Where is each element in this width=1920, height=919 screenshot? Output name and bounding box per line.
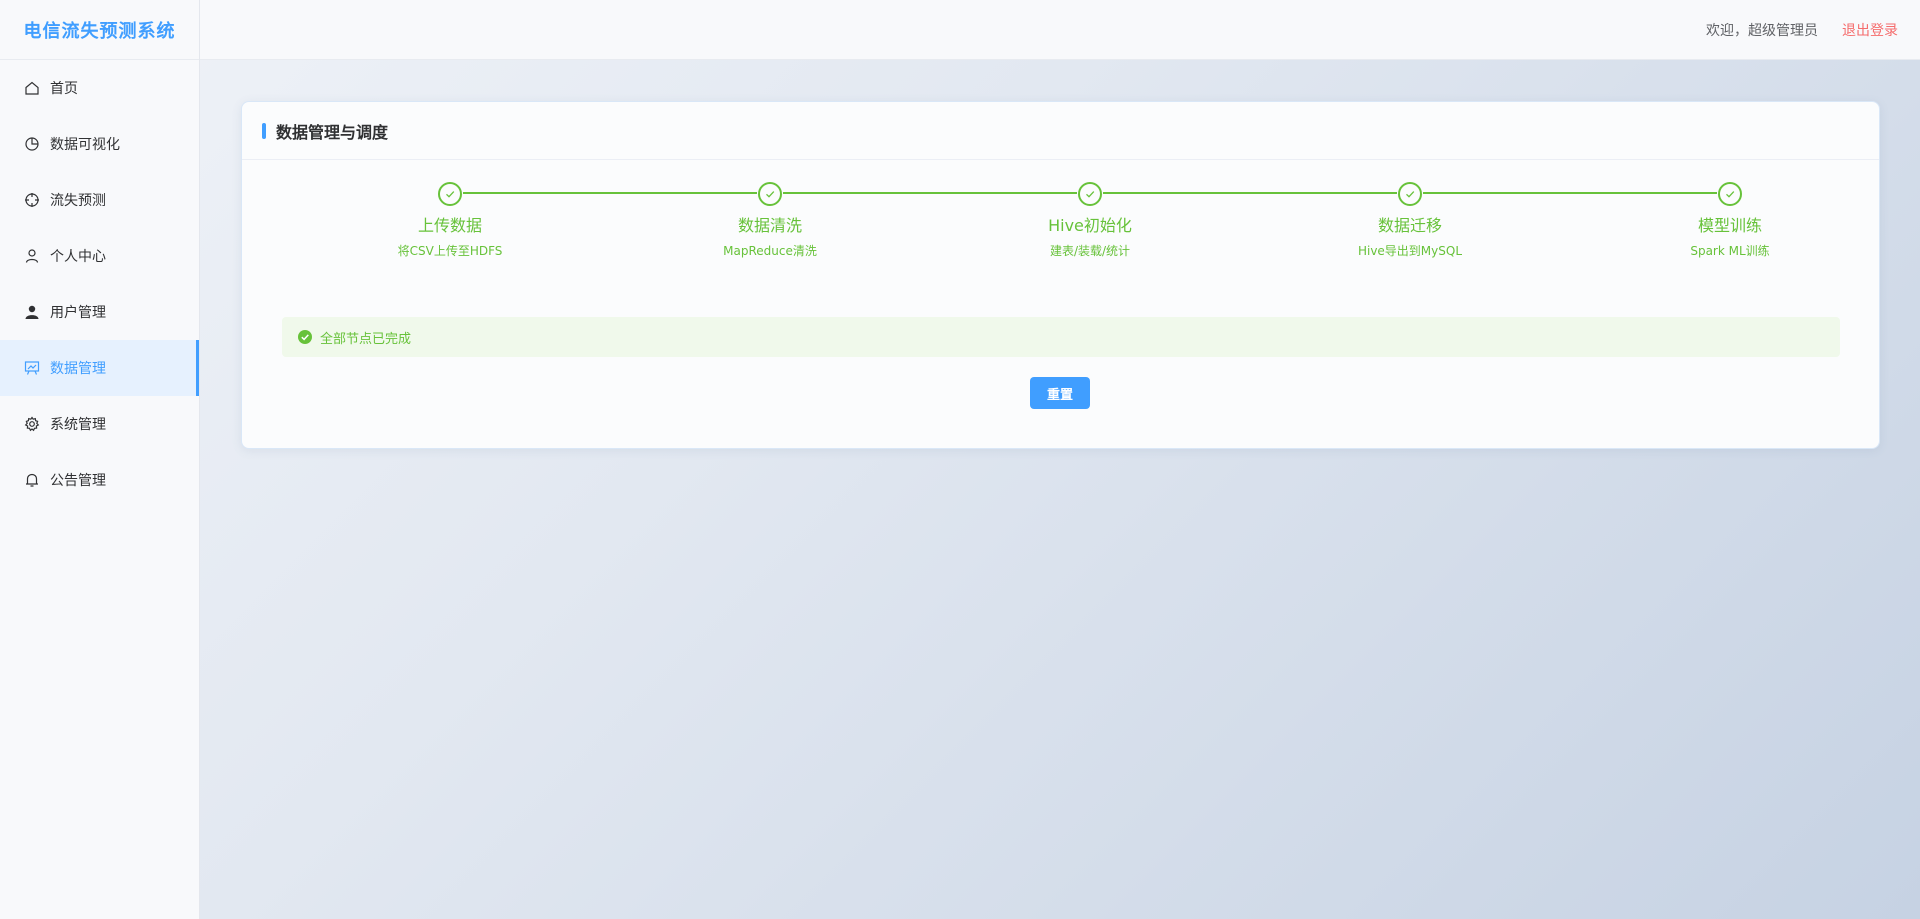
pie-chart-icon [24, 136, 40, 152]
data-scheduling-card: 数据管理与调度 上传数据 将CSV上传至HDFS 数据清洗 MapReduce清… [241, 101, 1880, 449]
card-title: 数据管理与调度 [276, 122, 389, 142]
user-outline-icon [24, 248, 40, 264]
card-header: 数据管理与调度 [242, 102, 1879, 160]
welcome-text: 欢迎，超级管理员 [1706, 22, 1818, 39]
completion-alert: 全部节点已完成 [282, 317, 1840, 357]
sidebar-item-home[interactable]: 首页 [0, 60, 199, 116]
gear-icon [24, 416, 40, 432]
step-check-icon [438, 182, 462, 206]
step-title: Hive初始化 [1048, 216, 1132, 235]
step-description: Hive导出到MySQL [1357, 244, 1463, 258]
step-check-icon [1078, 182, 1102, 206]
data-board-icon [24, 360, 40, 376]
step-data-cleaning: 数据清洗 MapReduce清洗 [670, 182, 870, 259]
sidebar-item-data-management[interactable]: 数据管理 [0, 340, 199, 396]
step-model-training: 模型训练 Spark ML训练 [1630, 182, 1830, 259]
step-title: 上传数据 [417, 216, 482, 235]
sidebar-item-label: 流失预测 [50, 193, 106, 209]
sidebar-item-label: 用户管理 [50, 305, 106, 321]
step-description: Spark ML训练 [1690, 244, 1770, 258]
sidebar: 电信流失预测系统 首页 数据可视化 流失预测 个人中心 [0, 0, 200, 919]
step-description: 将CSV上传至HDFS [397, 244, 503, 258]
step-connector [1423, 192, 1717, 194]
step-connector [783, 192, 1077, 194]
user-filled-icon [24, 304, 40, 320]
sidebar-menu: 首页 数据可视化 流失预测 个人中心 用户管理 [0, 60, 199, 508]
sidebar-item-label: 个人中心 [50, 249, 106, 265]
step-upload-data: 上传数据 将CSV上传至HDFS [350, 182, 550, 259]
bell-icon [24, 472, 40, 488]
sidebar-item-label: 数据可视化 [50, 137, 120, 153]
step-data-migration: 数据迁移 Hive导出到MySQL [1310, 182, 1510, 259]
sidebar-item-label: 公告管理 [50, 473, 106, 489]
sidebar-item-personal-center[interactable]: 个人中心 [0, 228, 199, 284]
sidebar-item-label: 数据管理 [50, 361, 106, 377]
alert-text: 全部节点已完成 [320, 331, 412, 347]
reset-button[interactable]: 重置 [1030, 377, 1090, 409]
step-hive-init: Hive初始化 建表/装载/统计 [990, 182, 1190, 259]
sidebar-item-churn-prediction[interactable]: 流失预测 [0, 172, 199, 228]
step-check-icon [1398, 182, 1422, 206]
title-accent-bar [262, 122, 266, 139]
step-connector [1103, 192, 1397, 194]
step-check-icon [1718, 182, 1742, 206]
sidebar-item-user-management[interactable]: 用户管理 [0, 284, 199, 340]
step-title: 数据清洗 [737, 216, 802, 235]
app-title: 电信流失预测系统 [0, 0, 199, 60]
home-icon [24, 80, 40, 96]
logout-link[interactable]: 退出登录 [1842, 22, 1898, 39]
sidebar-item-announcement-management[interactable]: 公告管理 [0, 452, 199, 508]
steps: 上传数据 将CSV上传至HDFS 数据清洗 MapReduce清洗 Hive初始… [282, 182, 1842, 262]
step-description: 建表/装载/统计 [1049, 244, 1131, 258]
success-check-icon [298, 330, 312, 344]
step-check-icon [758, 182, 782, 206]
step-description: MapReduce清洗 [723, 244, 817, 258]
sidebar-item-label: 首页 [50, 81, 78, 97]
step-title: 数据迁移 [1377, 216, 1442, 235]
step-connector [463, 192, 757, 194]
sidebar-item-data-visualization[interactable]: 数据可视化 [0, 116, 199, 172]
step-title: 模型训练 [1697, 216, 1762, 235]
top-header: 欢迎，超级管理员 退出登录 [200, 0, 1920, 60]
aim-icon [24, 192, 40, 208]
sidebar-item-label: 系统管理 [50, 417, 106, 433]
sidebar-item-system-management[interactable]: 系统管理 [0, 396, 199, 452]
